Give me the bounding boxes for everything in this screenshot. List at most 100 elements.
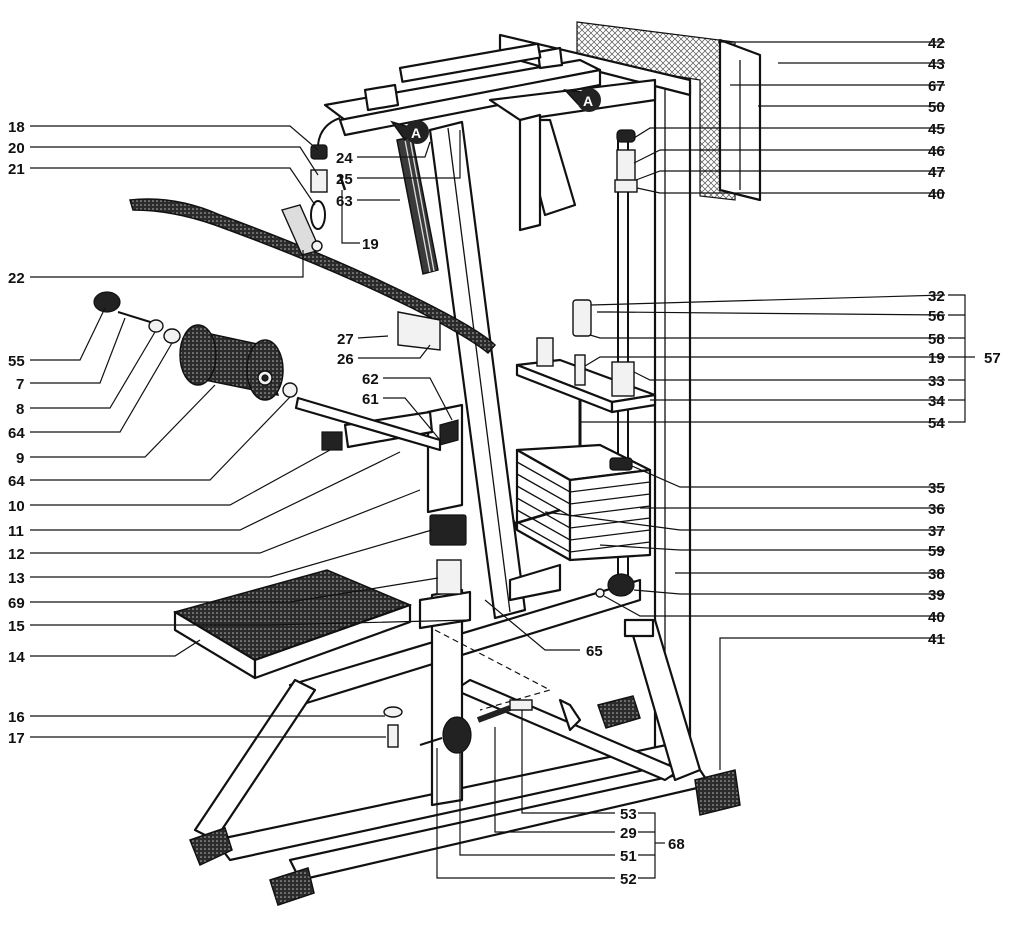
part-label-43: 43 — [928, 56, 945, 73]
part-label-59: 59 — [928, 543, 945, 560]
part-label-46: 46 — [928, 143, 945, 160]
part-label-26: 26 — [337, 351, 354, 368]
part-label-69: 69 — [8, 595, 25, 612]
part-label-18: 18 — [8, 119, 25, 136]
selector-stem — [574, 354, 586, 386]
part-label-21: 21 — [8, 161, 25, 178]
part-label-24: 24 — [336, 150, 353, 167]
part-label-8: 8 — [16, 401, 24, 418]
part-label-45: 45 — [928, 121, 945, 138]
upper-pulley-bracket-right — [536, 46, 564, 70]
stack-top-collar — [609, 457, 633, 471]
part-label-68: 68 — [668, 836, 685, 853]
pop-pin-body — [509, 699, 533, 711]
part-number-labels: 42 43 67 50 45 46 47 40 32 56 58 19 57 3… — [8, 35, 1001, 888]
part-label-16: 16 — [8, 709, 25, 726]
part-label-19-right: 19 — [928, 350, 945, 367]
head-plate-sleeve — [536, 337, 554, 367]
part-label-55: 55 — [8, 353, 25, 370]
backrest-board — [397, 311, 441, 351]
foot-front-right — [269, 867, 315, 906]
lat-bar — [129, 198, 497, 355]
part-label-25: 25 — [336, 171, 353, 188]
callout-a-right-text: A — [583, 93, 593, 109]
pulley-tube — [611, 361, 635, 397]
part-label-53: 53 — [620, 806, 637, 823]
weight-stack — [515, 443, 652, 562]
guide-collar — [614, 179, 638, 193]
upper-pulley-bracket-left — [363, 83, 400, 112]
guide-rod-cap — [616, 129, 636, 143]
part-label-29: 29 — [620, 825, 637, 842]
part-label-61: 61 — [362, 391, 379, 408]
part-label-41: 41 — [928, 631, 945, 648]
part-label-34: 34 — [928, 393, 945, 410]
bushing-64a — [163, 328, 181, 344]
part-label-9: 9 — [16, 450, 24, 467]
callout-a-right: A — [563, 88, 601, 112]
part-label-65: 65 — [586, 643, 603, 660]
part-label-42: 42 — [928, 35, 945, 52]
machine-drawing: A A — [93, 21, 762, 906]
pop-pin-knob-51 — [442, 716, 472, 754]
cable-stop-ball — [310, 144, 328, 160]
callout-a-left-text: A — [411, 125, 421, 141]
part-label-56: 56 — [928, 308, 945, 325]
part-label-33: 33 — [928, 373, 945, 390]
foot-rear-left — [597, 695, 641, 729]
top-plate-bushing — [572, 299, 592, 337]
foot-rear-right — [694, 769, 741, 816]
part-label-32: 32 — [928, 288, 945, 305]
part-label-54: 54 — [928, 415, 945, 432]
base-left-leg — [193, 678, 317, 842]
part-label-58: 58 — [928, 331, 945, 348]
seat-post-sleeve — [436, 559, 462, 595]
part-label-51: 51 — [620, 848, 637, 865]
foam-roller — [179, 324, 284, 401]
part-label-36: 36 — [928, 501, 945, 518]
cable-ferrule — [310, 169, 328, 193]
washer-8 — [148, 319, 164, 333]
part-label-38: 38 — [928, 566, 945, 583]
part-label-11: 11 — [8, 523, 24, 540]
part-label-35: 35 — [928, 480, 945, 497]
part-label-63: 63 — [336, 193, 353, 210]
part-label-62: 62 — [362, 371, 379, 388]
part-label-57: 57 — [984, 350, 1001, 367]
part-label-40-bottom: 40 — [928, 609, 945, 626]
part-label-39: 39 — [928, 587, 945, 604]
part-label-64-lower: 64 — [8, 473, 25, 490]
part-label-13: 13 — [8, 570, 25, 587]
part-label-67: 67 — [928, 78, 945, 95]
part-label-47: 47 — [928, 164, 945, 181]
part-label-19-left: 19 — [362, 236, 379, 253]
post-end-cap — [429, 514, 467, 546]
part-label-22: 22 — [8, 270, 25, 287]
part-label-52: 52 — [620, 871, 637, 888]
part-label-7: 7 — [16, 376, 24, 393]
part-label-37: 37 — [928, 523, 945, 540]
snap-hook — [310, 200, 326, 230]
callout-a-left: A — [390, 120, 429, 144]
part-label-12: 12 — [8, 546, 25, 563]
part-label-10: 10 — [8, 498, 25, 515]
part-label-64-upper: 64 — [8, 425, 25, 442]
part-label-20: 20 — [8, 140, 25, 157]
part-label-50: 50 — [928, 99, 945, 116]
pop-pin-knob-39 — [607, 573, 635, 597]
end-cap-55 — [93, 291, 121, 313]
adjustment-knob-small — [321, 431, 343, 451]
foot-front-left — [189, 827, 233, 867]
right-leg-socket — [623, 618, 655, 638]
roller-bushing-64b — [282, 382, 298, 398]
roller-shaft — [294, 396, 442, 452]
leader-lines — [30, 41, 975, 879]
part-label-17: 17 — [8, 730, 25, 747]
pin-40b — [595, 588, 605, 598]
bolt-17 — [387, 724, 399, 748]
part-label-40-top: 40 — [928, 186, 945, 203]
washer-16 — [383, 706, 403, 718]
part-label-14: 14 — [8, 649, 25, 666]
